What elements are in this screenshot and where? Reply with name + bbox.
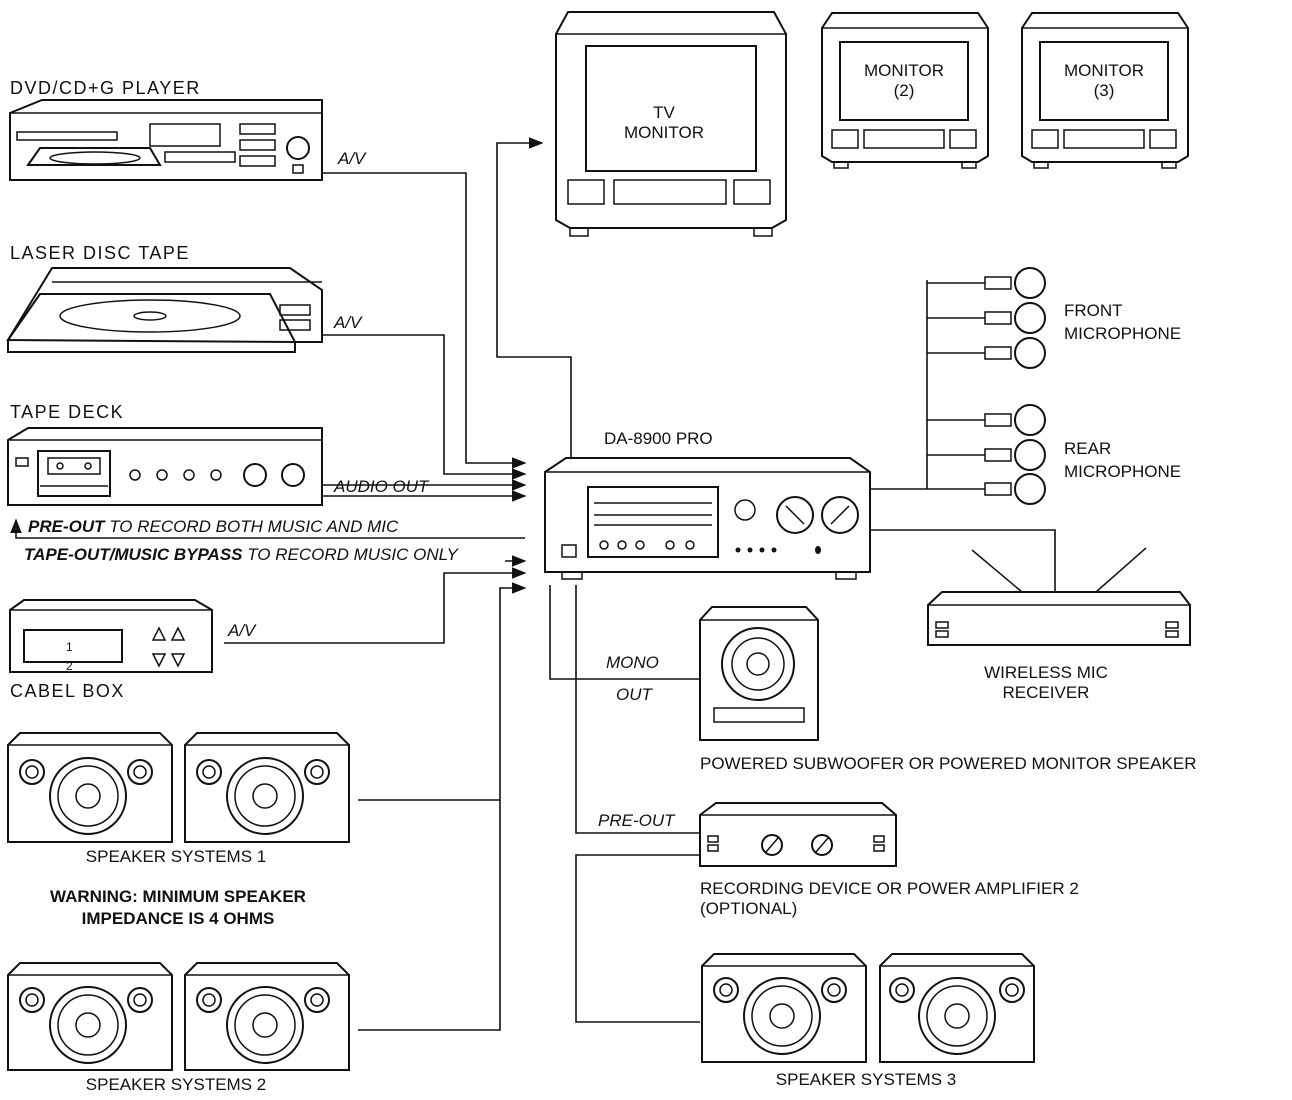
label-tapeout-record: TAPE-OUT/MUSIC BYPASS TO RECORD MUSIC ON…: [24, 545, 460, 564]
monitor-2: [821, 12, 989, 169]
label-recording-a: RECORDING DEVICE OR POWER AMPLIFIER 2: [700, 879, 1079, 898]
recording-device: [699, 802, 897, 867]
label-tv-2: MONITOR: [624, 123, 704, 142]
label-audio-out: AUDIO OUT: [333, 477, 430, 496]
label-speakers-2: SPEAKER SYSTEMS 2: [86, 1075, 266, 1094]
speaker-systems-3: [701, 953, 1035, 1063]
label-mono-out-b: OUT: [616, 685, 654, 704]
label-warning-1: WARNING: MINIMUM SPEAKER: [50, 887, 306, 906]
monitor-3: [1021, 12, 1189, 169]
wire-laser: [322, 334, 527, 480]
label-cable-box: CABEL BOX: [10, 681, 125, 701]
label-dvd: DVD/CD+G PLAYER: [10, 78, 201, 98]
label-wireless-a: WIRELESS MIC: [984, 663, 1108, 682]
cable-channel-1: 1: [66, 640, 73, 654]
label-av-dvd: A/V: [337, 149, 367, 168]
laser-disc-player: [6, 267, 323, 353]
wire-speakers-3: [575, 854, 700, 1023]
wire-pre-out: [575, 585, 700, 834]
label-rear-mic-a: REAR: [1064, 439, 1111, 458]
tv-monitor: [555, 11, 787, 237]
wire-dvd: [322, 172, 527, 469]
wire-speakers-2: [358, 800, 501, 1031]
label-wireless-b: RECEIVER: [1003, 683, 1090, 702]
label-amplifier: DA-8900 PRO: [604, 429, 713, 448]
label-front-mic-b: MICROPHONE: [1064, 324, 1181, 343]
rear-microphones: [984, 404, 1046, 505]
speaker-systems-1: [7, 732, 350, 843]
label-tv-1: TV: [653, 103, 675, 122]
label-monitor3-a: MONITOR: [1064, 61, 1144, 80]
label-preout-record: PRE-OUT TO RECORD BOTH MUSIC AND MIC: [28, 517, 399, 536]
label-mono-out-a: MONO: [606, 653, 659, 672]
label-rear-mic-b: MICROPHONE: [1064, 462, 1181, 481]
tape-deck: [7, 427, 323, 506]
label-monitor2-a: MONITOR: [864, 61, 944, 80]
front-microphones: [984, 267, 1046, 369]
wire-mono-out: [549, 585, 700, 680]
wire-cable-box: [224, 567, 527, 644]
label-subwoofer: POWERED SUBWOOFER OR POWERED MONITOR SPE…: [700, 754, 1197, 773]
label-front-mic-a: FRONT: [1064, 301, 1123, 320]
wire-wireless: [870, 529, 1056, 592]
speaker-systems-2: [7, 962, 350, 1071]
label-monitor3-b: (3): [1094, 81, 1115, 100]
label-laser: LASER DISC TAPE: [10, 243, 190, 263]
label-warning-2: IMPEDANCE IS 4 OHMS: [82, 909, 275, 928]
da-8900-pro-amplifier: [544, 457, 871, 580]
wires: [10, 137, 1056, 1031]
wireless-mic-receiver: [927, 547, 1191, 646]
dvd-player: [9, 99, 323, 181]
cable-box: [9, 599, 213, 673]
wire-preout-record: [10, 518, 525, 539]
wire-speakers-1: [358, 582, 527, 801]
label-av-cable: A/V: [227, 621, 257, 640]
label-monitor2-b: (2): [894, 81, 915, 100]
label-recording-b: (OPTIONAL): [700, 899, 797, 918]
cable-channel-2: 2: [66, 659, 73, 673]
label-tape-deck: TAPE DECK: [10, 402, 124, 422]
label-pre-out: PRE-OUT: [598, 811, 676, 830]
wire-tv-out: [496, 137, 572, 458]
label-speakers-1: SPEAKER SYSTEMS 1: [86, 847, 266, 866]
powered-subwoofer: [699, 606, 819, 741]
label-av-laser: A/V: [333, 313, 363, 332]
label-speakers-3: SPEAKER SYSTEMS 3: [776, 1070, 956, 1089]
